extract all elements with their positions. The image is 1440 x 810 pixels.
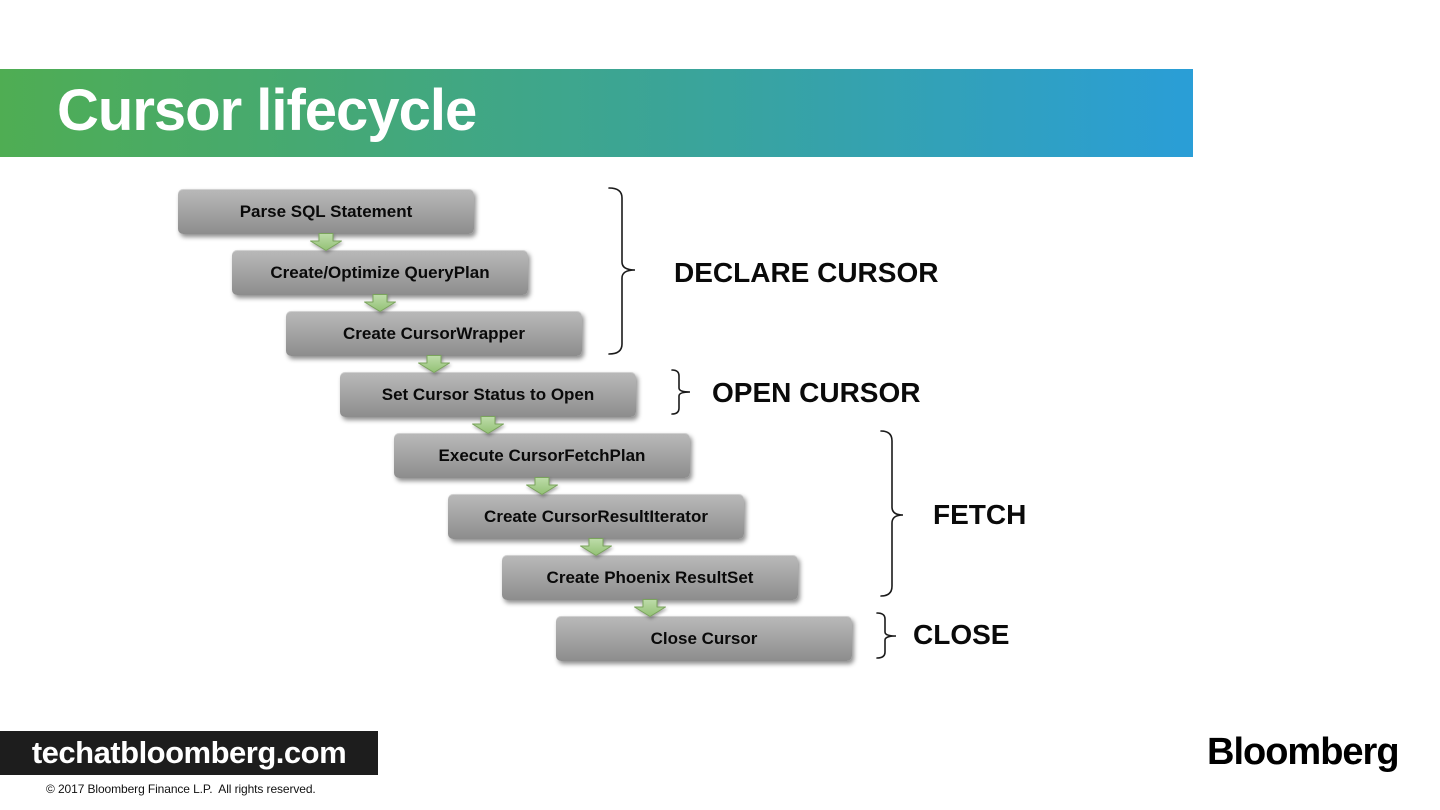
step-label: Close Cursor	[650, 628, 758, 648]
phase-bracket-close	[876, 612, 897, 659]
arrow-down-icon	[634, 599, 666, 617]
footer-site-label: techatbloomberg.com	[31, 735, 347, 770]
step-box-create-resultiterator: Create CursorResultIterator	[448, 494, 744, 539]
step-box-set-cursor-open: Set Cursor Status to Open	[340, 372, 636, 417]
phase-bracket-declare	[608, 187, 636, 355]
step-box-create-queryplan: Create/Optimize QueryPlan	[232, 250, 528, 295]
step-box-create-resultset: Create Phoenix ResultSet	[502, 555, 798, 600]
step-label: Parse SQL Statement	[239, 201, 413, 221]
step-label: Create CursorWrapper	[342, 323, 526, 343]
arrow-down-icon	[472, 416, 504, 434]
step-box-parse-sql: Parse SQL Statement	[178, 189, 474, 234]
step-label: Create/Optimize QueryPlan	[270, 262, 490, 282]
step-label: Create CursorResultIterator	[484, 506, 708, 526]
copyright-text: © 2017 Bloomberg Finance L.P. All rights…	[46, 782, 316, 796]
phase-label-close: CLOSE	[913, 619, 1010, 650]
phase-label-declare-cursor: DECLARE CURSOR	[674, 257, 939, 288]
bloomberg-logo: Bloomberg	[1207, 731, 1400, 773]
step-box-close-cursor: Close Cursor	[556, 616, 852, 661]
arrow-down-icon	[580, 538, 612, 556]
step-box-execute-fetchplan: Execute CursorFetchPlan	[394, 433, 690, 478]
arrow-down-icon	[310, 233, 342, 251]
arrow-down-icon	[364, 294, 396, 312]
arrow-down-icon	[526, 477, 558, 495]
phase-bracket-open	[671, 369, 691, 415]
page-title: Cursor lifecycle	[57, 77, 477, 143]
arrow-down-icon	[418, 355, 450, 373]
step-label: Execute CursorFetchPlan	[438, 445, 646, 465]
title-banner: Cursor lifecycle	[0, 69, 1193, 157]
phase-label-fetch: FETCH	[933, 499, 1027, 530]
footer-site-bar: techatbloomberg.com	[0, 731, 378, 775]
step-box-create-cursorwrapper: Create CursorWrapper	[286, 311, 582, 356]
step-label: Create Phoenix ResultSet	[546, 567, 754, 587]
phase-bracket-fetch	[880, 430, 904, 597]
phase-label-open-cursor: OPEN CURSOR	[712, 377, 921, 408]
step-label: Set Cursor Status to Open	[381, 384, 595, 404]
